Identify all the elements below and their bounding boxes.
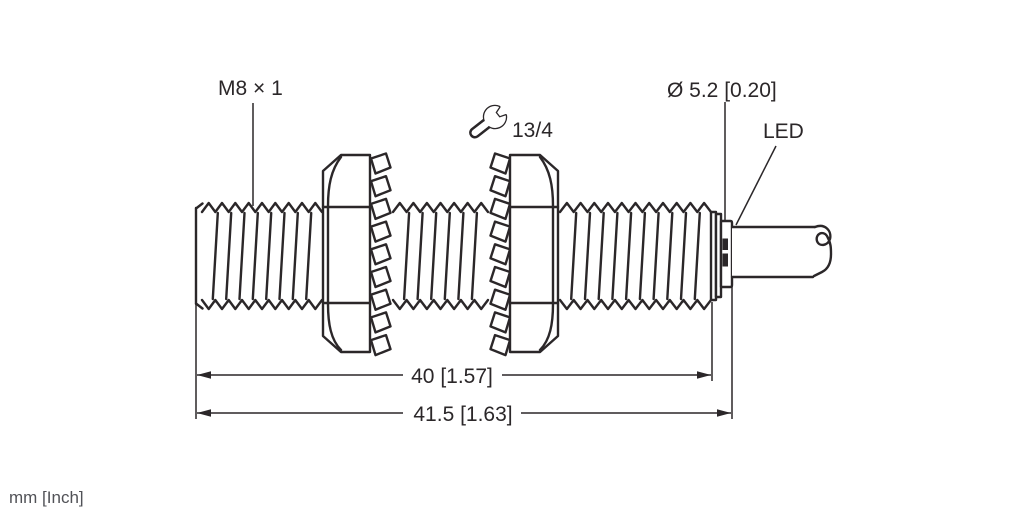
led-window-icon: [722, 238, 728, 267]
hex-nut-left: [321, 153, 372, 354]
led-label: LED: [763, 120, 804, 143]
end-step-1: [709, 210, 718, 302]
dim-41-5-label: 41.5 [1.63]: [413, 403, 512, 426]
annotations: 40 [1.57] 41.5 [1.63] M8 × 1 13/4 Ø 5.2 …: [9, 77, 804, 507]
units-note: mm [Inch]: [9, 488, 84, 507]
threaded-barrel: [200, 201, 713, 311]
hex-nut-right: [508, 153, 560, 354]
end-step-2: [714, 212, 723, 299]
cable-break-icon: [812, 224, 833, 278]
barrel-left-face: [194, 202, 204, 310]
cable: [730, 224, 833, 279]
lock-washer-left: [369, 152, 392, 357]
led-leader-line: [735, 145, 777, 226]
dimension-overall-length: 41.5 [1.63]: [197, 403, 731, 426]
wrench-icon: [469, 104, 508, 139]
dimension-body-length: 40 [1.57]: [197, 365, 711, 388]
sensor-drawing: [194, 152, 833, 357]
wrench-size-label: 13/4: [512, 119, 553, 142]
thread-size-label: M8 × 1: [218, 77, 283, 100]
cable-diameter-label: Ø 5.2 [0.20]: [667, 79, 777, 102]
dim-40-label: 40 [1.57]: [411, 365, 493, 388]
lock-washer-right: [489, 152, 512, 357]
